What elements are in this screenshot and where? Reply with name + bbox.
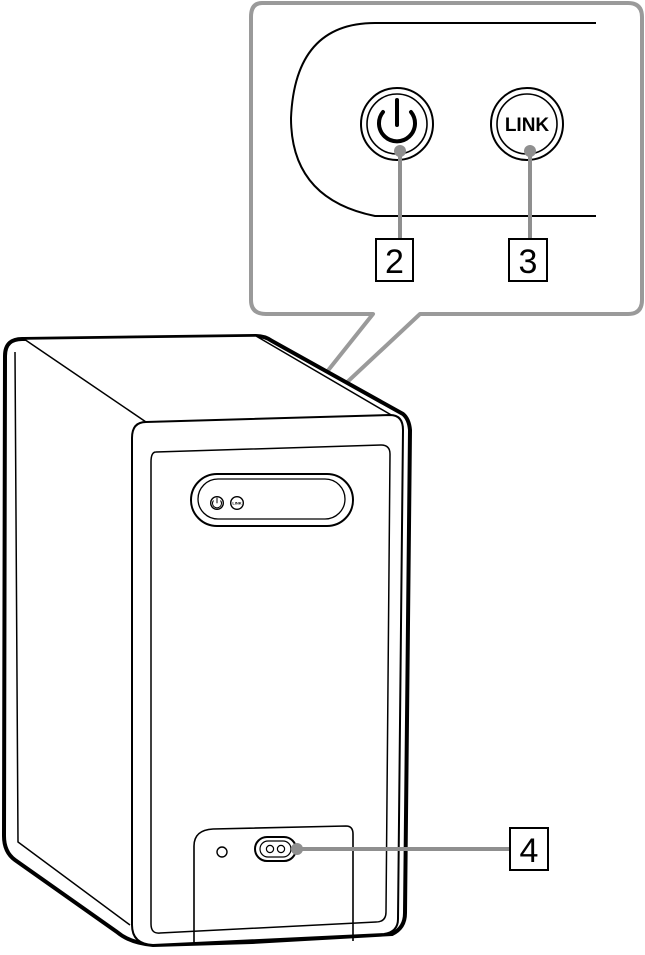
callout-2: 2 (376, 239, 413, 281)
rear-control-panel: LINK (191, 474, 353, 526)
callout-4-label: 4 (520, 832, 539, 870)
callout-4: 4 (510, 828, 548, 870)
link-button-label: LINK (505, 115, 550, 136)
speaker-body (4, 336, 410, 945)
screw-hole (217, 847, 227, 857)
callout-3-label: 3 (519, 243, 538, 281)
link-button-small-label: LINK (232, 500, 241, 505)
ac-inlet-icon (255, 837, 296, 861)
callout-2-label: 2 (385, 243, 404, 281)
link-button-small: LINK (231, 497, 244, 510)
callout-3: 3 (509, 239, 547, 281)
power-button-small (211, 497, 224, 510)
